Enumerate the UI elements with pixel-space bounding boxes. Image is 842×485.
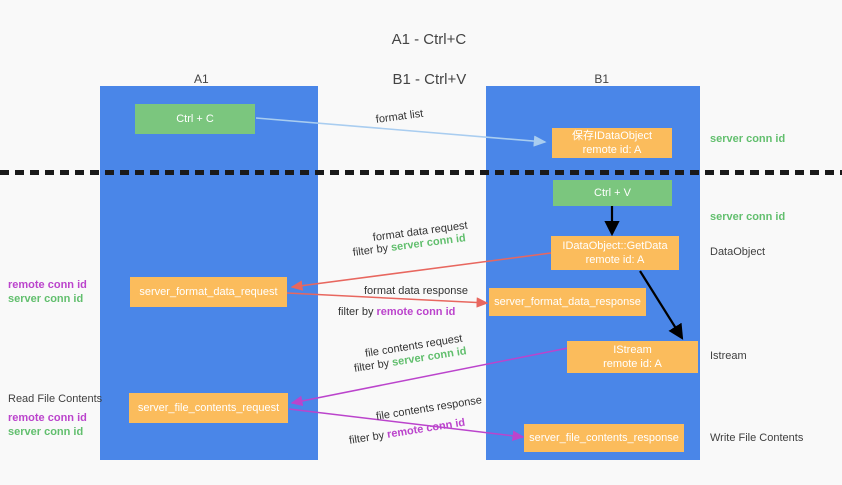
box-server-format-data-request[interactable]: server_format_data_request [130,277,287,307]
box-save-idataobject[interactable]: 保存IDataObject remote id: A [552,128,672,158]
panel-b1-name: B1 [594,72,610,86]
dashed-divider [0,170,842,175]
box-server-format-data-request-label: server_format_data_request [139,286,278,298]
filter-prefix-fdresp: filter by [338,306,377,318]
label-read-file-contents: Read File Contents [8,393,103,405]
label-file-remote-conn-id: remote conn id [8,412,87,424]
box-ctrl-v[interactable]: Ctrl + V [553,180,672,206]
arrow-label-format-data-response-filter: filter by remote conn id [338,305,455,320]
label-format-server-conn-id: server conn id [8,293,84,305]
box-save-idataobject-label: 保存IDataObject remote id: A [572,129,652,157]
label-server-conn-id-top: server conn id [710,133,786,145]
title-line-2: B1 - Ctrl+V [392,71,467,88]
box-server-format-data-response[interactable]: server_format_data_response [489,288,646,316]
filter-value-fdresp: remote conn id [376,306,456,318]
box-server-file-contents-request-label: server_file_contents_request [137,402,280,414]
box-save-idataobject-line2: remote id: A [582,144,642,156]
filter-prefix-fdreq: filter by [352,241,392,259]
title-line-1: A1 - Ctrl+C [391,31,467,48]
box-ctrl-c-label: Ctrl + C [176,113,214,125]
filter-prefix-fcresp: filter by [348,428,389,447]
label-file-server-conn-id: server conn id [8,426,84,438]
box-server-format-data-response-label: server_format_data_response [494,296,641,308]
label-dataobject: DataObject [710,246,766,258]
box-server-file-contents-response-label: server_file_contents_response [529,432,679,444]
arrow-label-file-contents-response-filter: filter by remote conn id [348,416,466,449]
label-istream: Istream [710,350,747,362]
box-istream[interactable]: IStream remote id: A [567,341,698,373]
box-ctrl-v-label: Ctrl + V [594,187,631,199]
box-istream-label: IStream remote id: A [603,343,662,371]
label-write-file-contents: Write File Contents [710,432,804,444]
filter-prefix-fcreq: filter by [353,356,394,375]
box-server-file-contents-request[interactable]: server_file_contents_request [129,393,288,423]
label-server-conn-id-mid: server conn id [710,211,786,223]
page-title: A1 - Ctrl+C B1 - Ctrl+V [0,10,842,110]
box-server-file-contents-response[interactable]: server_file_contents_response [524,424,684,452]
box-ctrl-c[interactable]: Ctrl + C [135,104,255,134]
label-format-remote-conn-id: remote conn id [8,279,87,291]
box-getdata-line2: remote id: A [585,254,645,266]
box-istream-line1: IStream [613,344,652,356]
box-istream-line2: remote id: A [603,358,662,370]
box-save-idataobject-line1: 保存IDataObject [571,130,653,142]
panel-a1-name: A1 [194,72,209,86]
arrow-label-format-data-response: format data response [364,285,468,297]
box-getdata-line1: IDataObject::GetData [562,240,668,252]
